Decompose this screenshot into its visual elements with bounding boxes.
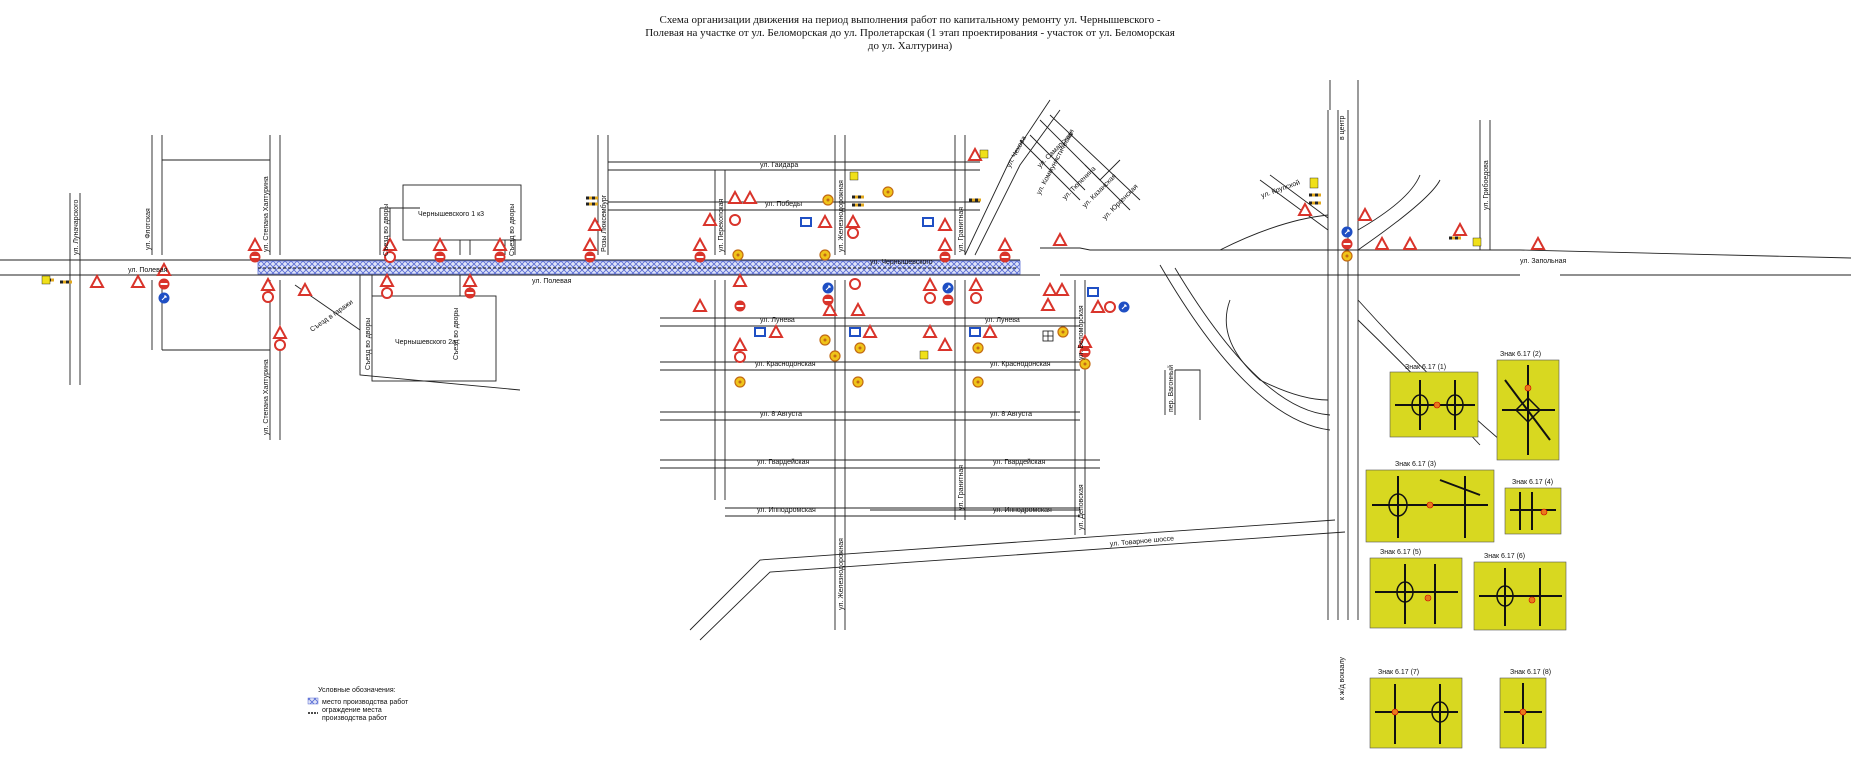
street-label: ул. Гвардейская — [993, 458, 1045, 466]
panel-title: Знак 6.17 (6) — [1484, 553, 1525, 560]
legend: Условные обозначения: место производства… — [307, 686, 409, 722]
title-line-3: до ул. Халтурина) — [867, 40, 953, 52]
legend-work-area-swatch — [307, 697, 319, 705]
map-title: Схема организации движения на период вып… — [600, 14, 1220, 53]
sign-panels: Знак 6.17 (1) Знак 6.17 (2) Знак 6.17 (3… — [1365, 351, 1567, 749]
street-label: ул. Степана Халтурина — [263, 176, 270, 252]
legend-fence-label-2: производства работ — [322, 714, 388, 722]
sign-panel: Знак 6.17 (7) — [1369, 669, 1463, 749]
street-label: ул. Крупской — [1260, 178, 1301, 200]
sign-panel: Знак 6.17 (6) — [1473, 553, 1567, 631]
panel-title: Знак 6.17 (2) — [1500, 351, 1541, 358]
street-label: ул. 8 Августа — [760, 411, 802, 418]
exit-label: Съезд во дворы — [509, 204, 516, 256]
street-label: ул. Полевая — [128, 267, 168, 274]
street-label: ул. Железнодорожная — [838, 180, 845, 252]
work-area — [257, 260, 1021, 275]
building-label: Чернышевского 1 к3 — [418, 211, 484, 218]
street-label: ул. Запольная — [1520, 258, 1566, 265]
street-label: ул. Железнодорожная — [838, 538, 845, 610]
street-label: ул. Перекопская — [718, 199, 725, 252]
street-label: ул. Полевая — [532, 278, 572, 285]
street-label: ул. Степана Халтурина — [263, 359, 270, 435]
street-label: ул. Гранитная — [958, 465, 965, 510]
panel-title: Знак 6.17 (4) — [1512, 479, 1553, 486]
road-signs — [41, 148, 1545, 388]
street-label: ул. Ипподромская — [993, 507, 1052, 514]
street-label: ул. Краснодонская — [990, 361, 1051, 368]
street-label: ул. Флотская — [145, 208, 152, 250]
exit-label: Съезд в гаражи — [309, 299, 355, 334]
street-label: ул. Ипподромская — [757, 507, 816, 514]
sign-panel: Знак 6.17 (3) — [1365, 461, 1495, 543]
street-label: ул. Гайдара — [760, 161, 798, 169]
street-label: ул. Чехова — [1006, 135, 1028, 169]
panel-title: Знак 6.17 (5) — [1380, 549, 1421, 556]
street-label: ул. Деповская — [1078, 484, 1085, 530]
legend-heading: Условные обозначения: — [318, 686, 396, 694]
street-label: ул. Лунева — [760, 317, 795, 324]
street-label: к ж/д вокзалу — [1339, 656, 1346, 700]
title-line-2: Полевая на участке от ул. Беломорская до… — [645, 27, 1175, 39]
street-label: Розы Люксембург — [600, 194, 608, 252]
street-label: ул. Луначарского — [73, 200, 80, 255]
exit-label: Съезд во дворы — [453, 308, 460, 360]
street-label: пер. Вагонный — [1167, 365, 1175, 412]
street-labels: ул. Полевая ул. Полевая ул. Чернышевског… — [73, 115, 1566, 700]
legend-fence-label-1: ограждение места — [322, 707, 382, 714]
panel-title: Знак 6.17 (8) — [1510, 669, 1551, 676]
street-label: ул. Чернышевского — [870, 259, 933, 266]
street-label: ул. Победы — [765, 200, 802, 208]
panel-title: Знак 6.17 (1) — [1405, 364, 1446, 371]
sign-panel: Знак 6.17 (5) — [1369, 549, 1463, 629]
street-label: ул. 8 Августа — [990, 411, 1032, 418]
street-label: ул. Беломорская — [1078, 305, 1085, 360]
panel-title: Знак 6.17 (7) — [1378, 669, 1419, 676]
title-line-1: Схема организации движения на период вып… — [659, 14, 1161, 26]
exit-label: Съезд во дворы — [365, 318, 372, 370]
street-label: ул. Лунева — [985, 317, 1020, 324]
sign-panel: Знак 6.17 (4) — [1504, 479, 1562, 535]
street-label: ул. Краснодонская — [755, 361, 816, 368]
street-label: ул. Гранитная — [958, 207, 965, 252]
panel-title: Знак 6.17 (3) — [1395, 461, 1436, 468]
building-label: Чернышевского 2а — [395, 339, 456, 346]
exit-label: Съезд во дворы — [383, 204, 390, 256]
legend-work-area-label: место производства работ — [322, 698, 409, 706]
sign-panel: Знак 6.17 (1) — [1389, 364, 1479, 438]
sign-panel: Знак 6.17 (8) — [1499, 669, 1551, 749]
street-label: ул. Юргенская — [1101, 183, 1139, 221]
sign-panel: Знак 6.17 (2) — [1496, 351, 1560, 461]
street-label: ул. Гвардейская — [757, 458, 809, 466]
street-label: ул. Грибоедова — [1482, 160, 1490, 210]
street-label: в центр — [1339, 115, 1346, 140]
road-network — [0, 80, 1851, 641]
